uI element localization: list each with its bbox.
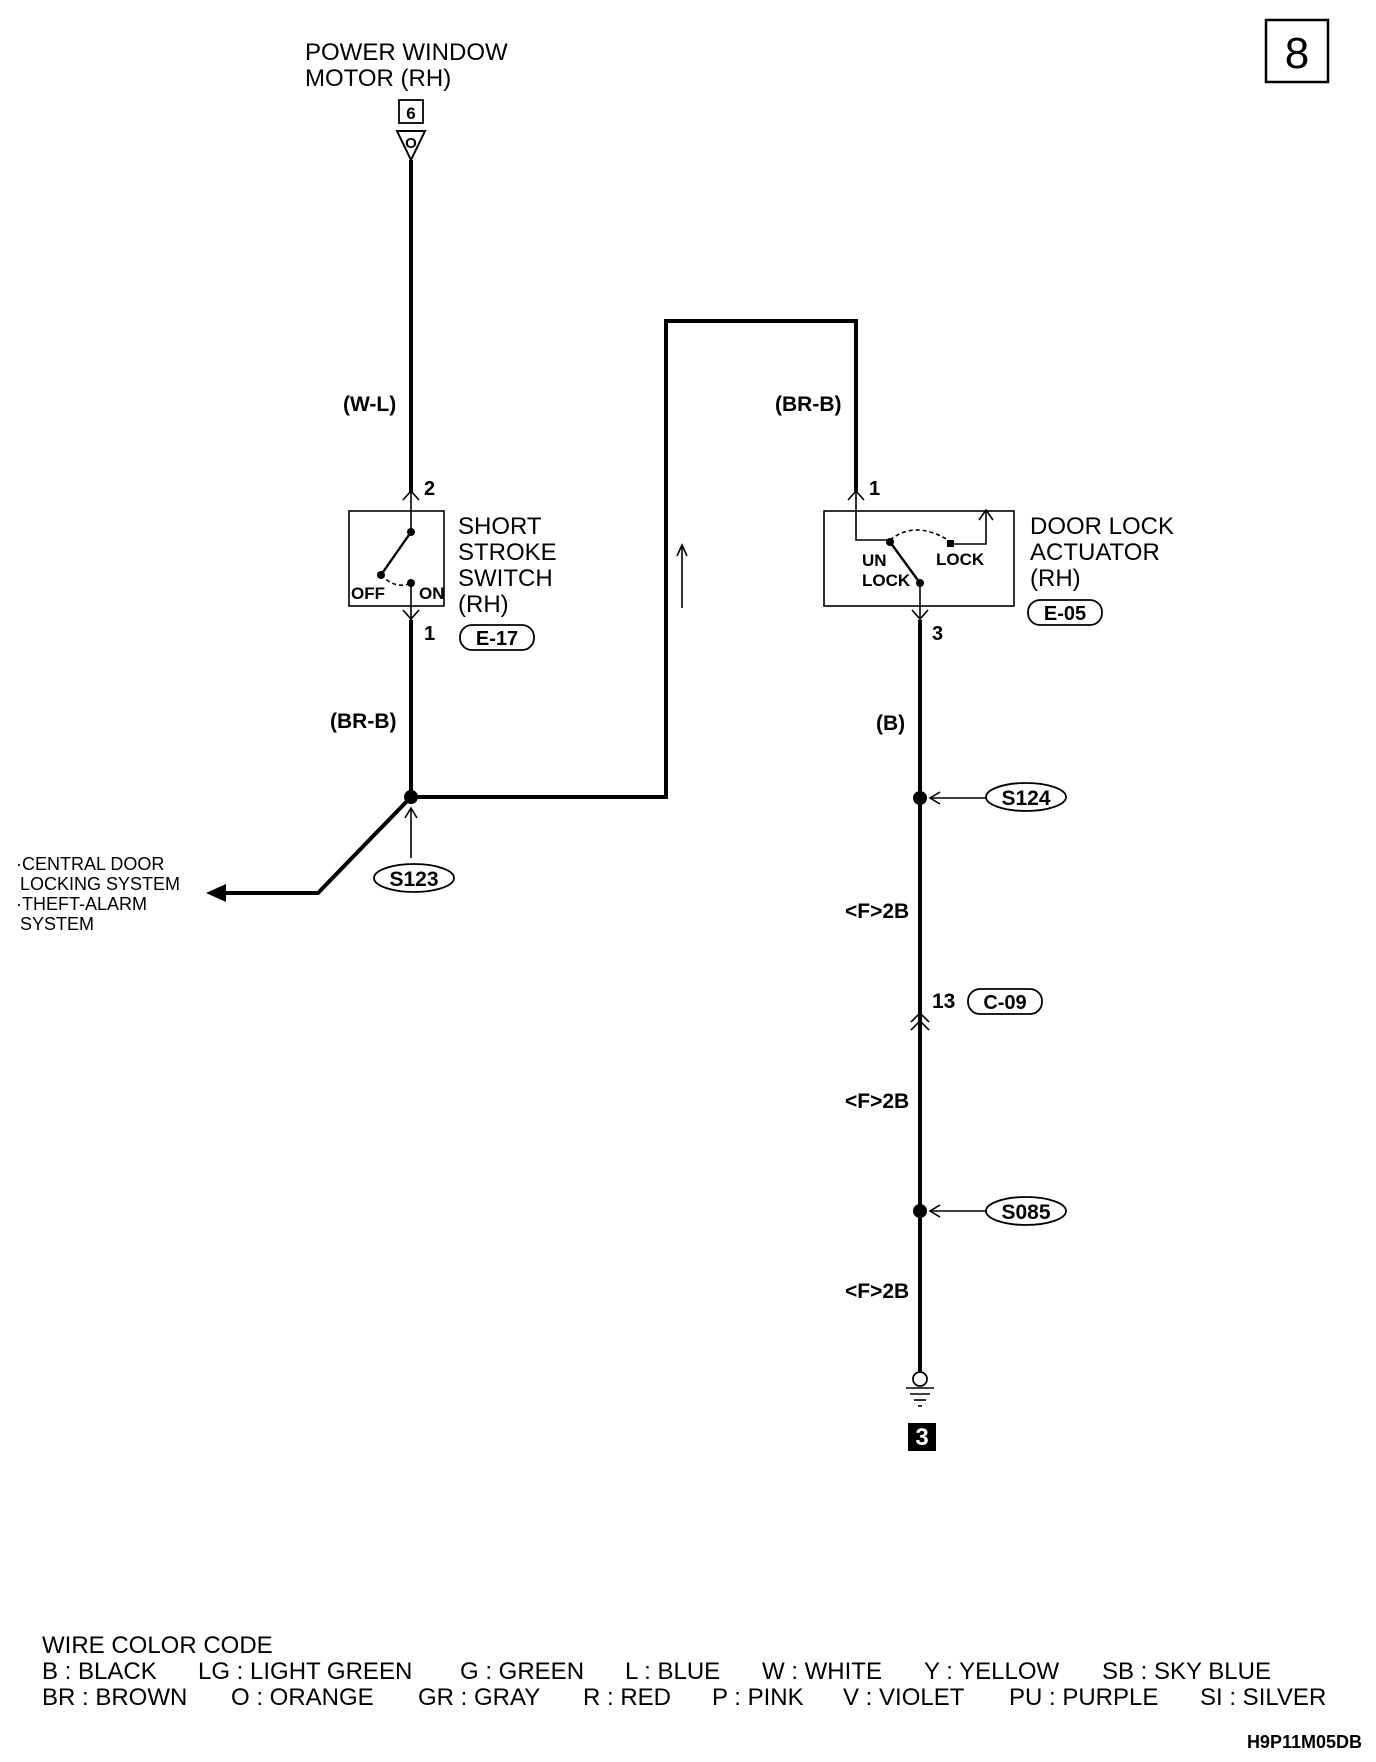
external-line4: SYSTEM <box>20 914 94 934</box>
switch-top-pin-arrow <box>402 489 420 501</box>
motor-label-line2: MOTOR (RH) <box>305 65 451 92</box>
actuator-connector: E-05 <box>1044 603 1086 625</box>
wire-motor-to-switch-label: (W-L) <box>343 393 396 416</box>
joint-connector-badge <box>967 988 1043 1015</box>
joint-connector-pin: 13 <box>932 990 955 1013</box>
switch-body <box>348 510 445 607</box>
page-number-box: 8 <box>1264 18 1330 84</box>
switch-label-line4: (RH) <box>458 591 509 618</box>
joint-connector-c09: 13 C-09 <box>910 988 1043 1031</box>
ground-seg3-label: <F>2B <box>845 1280 909 1303</box>
switch-label-line3: SWITCH <box>458 565 553 592</box>
switch-pin-bottom: 1 <box>424 623 435 645</box>
switch-state-on: ON <box>419 584 445 603</box>
ground-symbol: 3 <box>906 1371 936 1451</box>
switch-pin-top: 2 <box>424 478 435 500</box>
switch-label-line1: SHORT <box>458 513 542 540</box>
color-code-y: Y : YELLOW <box>924 1658 1060 1685</box>
color-code-w: W : WHITE <box>762 1658 882 1685</box>
power-window-motor: POWER WINDOW MOTOR (RH) 6 O <box>305 39 508 163</box>
actuator-unlock-line2: LOCK <box>862 571 911 590</box>
color-code-lg: LG : LIGHT GREEN <box>198 1658 412 1685</box>
color-code-title: WIRE COLOR CODE <box>42 1632 273 1659</box>
color-code-o: O : ORANGE <box>231 1684 374 1711</box>
actuator-pin-top: 1 <box>869 478 880 500</box>
switch-state-off: OFF <box>351 584 385 603</box>
splice-s085-label: S085 <box>1001 1201 1050 1224</box>
motor-connector-number: 6 <box>406 104 415 123</box>
motor-terminal-triangle <box>395 130 427 163</box>
short-stroke-switch: 2 OFF ON 1 SHORT STROKE SWITCH (RH) E-17 <box>348 478 557 651</box>
actuator-label-line1: DOOR LOCK <box>1030 513 1174 540</box>
ground-point-number: 3 <box>915 1424 928 1451</box>
splice-s124-label: S124 <box>1001 787 1050 810</box>
page-number: 8 <box>1285 29 1309 78</box>
color-code-b: B : BLACK <box>42 1658 157 1685</box>
actuator-unlock-line1: UN <box>862 551 887 570</box>
ground-seg2-label: <F>2B <box>845 1090 909 1113</box>
splice-s085: S085 <box>913 1196 1067 1226</box>
ground-point-badge <box>908 1423 936 1451</box>
figure-code: H9P11M05DB <box>1247 1732 1362 1752</box>
wire-splice-to-actuator-label: (BR-B) <box>775 393 841 416</box>
wire-actuator-ground-label: (B) <box>876 712 905 735</box>
actuator-label-line3: (RH) <box>1030 565 1081 592</box>
splice-s123-label: S123 <box>389 868 438 891</box>
actuator-blade <box>889 541 921 584</box>
wire-switch-to-splice-label: (BR-B) <box>330 710 396 733</box>
color-code-g: G : GREEN <box>460 1658 584 1685</box>
switch-blade <box>380 531 412 576</box>
splice-s124: S124 <box>913 782 1067 812</box>
ground-seg1-label: <F>2B <box>845 900 909 923</box>
actuator-label-line2: ACTUATOR <box>1030 539 1160 566</box>
color-code-gr: GR : GRAY <box>418 1684 540 1711</box>
color-code-sb: SB : SKY BLUE <box>1102 1658 1271 1685</box>
motor-label-line1: POWER WINDOW <box>305 39 508 66</box>
wire-to-external-systems <box>222 795 413 895</box>
external-line3: ·THEFT-ALARM <box>16 894 147 914</box>
actuator-lock: LOCK <box>936 550 985 569</box>
splice-s123: S123 <box>373 790 455 893</box>
color-code-v: V : VIOLET <box>843 1684 965 1711</box>
external-systems-label: ·CENTRAL DOOR LOCKING SYSTEM ·THEFT-ALAR… <box>16 854 180 934</box>
door-lock-actuator: 1 UN LOCK LOCK 3 DOOR LOCK ACTUATOR (RH)… <box>823 478 1174 645</box>
actuator-bottom-pin-arrow <box>911 609 929 621</box>
external-arrow <box>206 884 226 902</box>
external-line1: ·CENTRAL DOOR <box>16 854 164 874</box>
color-code-l: L : BLUE <box>625 1658 720 1685</box>
switch-bottom-pin-arrow <box>402 609 420 621</box>
external-line2: LOCKING SYSTEM <box>20 874 180 894</box>
color-code-br: BR : BROWN <box>42 1684 187 1711</box>
switch-connector-badge <box>459 624 535 651</box>
actuator-top-pin-arrow <box>847 489 865 501</box>
color-code-r: R : RED <box>583 1684 671 1711</box>
color-code-pu: PU : PURPLE <box>1009 1684 1158 1711</box>
color-code-p: P : PINK <box>712 1684 804 1711</box>
actuator-pin-bottom: 3 <box>932 623 943 645</box>
color-code-si: SI : SILVER <box>1200 1684 1326 1711</box>
actuator-connector-badge <box>1027 599 1103 626</box>
motor-terminal: O <box>405 135 417 152</box>
joint-connector-name: C-09 <box>983 992 1026 1014</box>
switch-connector: E-17 <box>476 628 518 650</box>
wire-splice-to-actuator <box>411 319 858 799</box>
wire-color-code-legend: WIRE COLOR CODE B : BLACK LG : LIGHT GRE… <box>42 1632 1326 1711</box>
switch-label-line2: STROKE <box>458 539 557 566</box>
